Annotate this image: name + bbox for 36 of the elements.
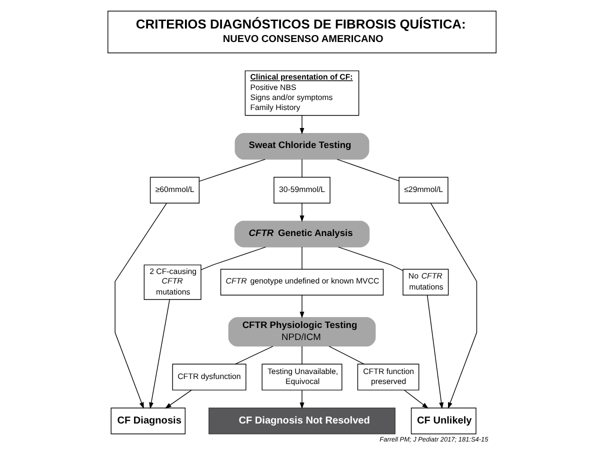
- connector: [200, 246, 266, 270]
- arrow: [299, 294, 304, 318]
- connector: [337, 246, 403, 271]
- connector: [234, 346, 273, 365]
- connector: [198, 158, 266, 182]
- connector: [301, 346, 302, 364]
- node-box: CFTR function preserved: [356, 364, 419, 390]
- arrow: [299, 390, 304, 409]
- arrow: [164, 390, 192, 409]
- node-box: CFTR Genetic Analysis: [234, 220, 370, 248]
- node-box: CF Diagnosis Not Resolved: [208, 408, 395, 434]
- node-box: No CFTR mutations: [402, 268, 448, 296]
- connector: [336, 158, 399, 182]
- arrow: [114, 202, 166, 409]
- node-box: ≥60mmol/L: [149, 176, 200, 204]
- arrow: [299, 115, 304, 134]
- arrow: [403, 390, 428, 409]
- arrow: [148, 299, 170, 409]
- arrow: [299, 202, 304, 222]
- node-box: CFTR Physiologic Testing NPD/ICM: [228, 317, 376, 347]
- arrow: [426, 295, 444, 410]
- node-box: CFTR dysfunction: [172, 364, 246, 390]
- node-box: CRITERIOS DIAGNÓSTICOS DE FIBROSIS QUÍSTICA: NUEVO CONSENSO AMERICANO: [107, 10, 496, 54]
- node-box: CF Diagnosis: [110, 408, 186, 434]
- node-box: Testing Unavailable, Equivocal: [261, 364, 342, 390]
- node-box: 2 CF-causing CFTR mutations: [143, 264, 201, 300]
- node-box: ≤29mmol/L: [398, 176, 448, 204]
- node-box: Sweat Chloride Testing: [234, 133, 369, 160]
- connector: [301, 158, 302, 178]
- arrow: [430, 202, 477, 409]
- connector: [328, 346, 364, 365]
- node-box: CF Unlikely: [410, 408, 476, 434]
- node-box: CFTR genotype undefined or known MVCC: [220, 268, 384, 296]
- node-box: Clinical presentation of CF: Positive NBS Signs and/or symptoms Family History: [244, 70, 359, 116]
- connector: [301, 246, 302, 270]
- node-box: 30-59mmol/L: [273, 176, 330, 204]
